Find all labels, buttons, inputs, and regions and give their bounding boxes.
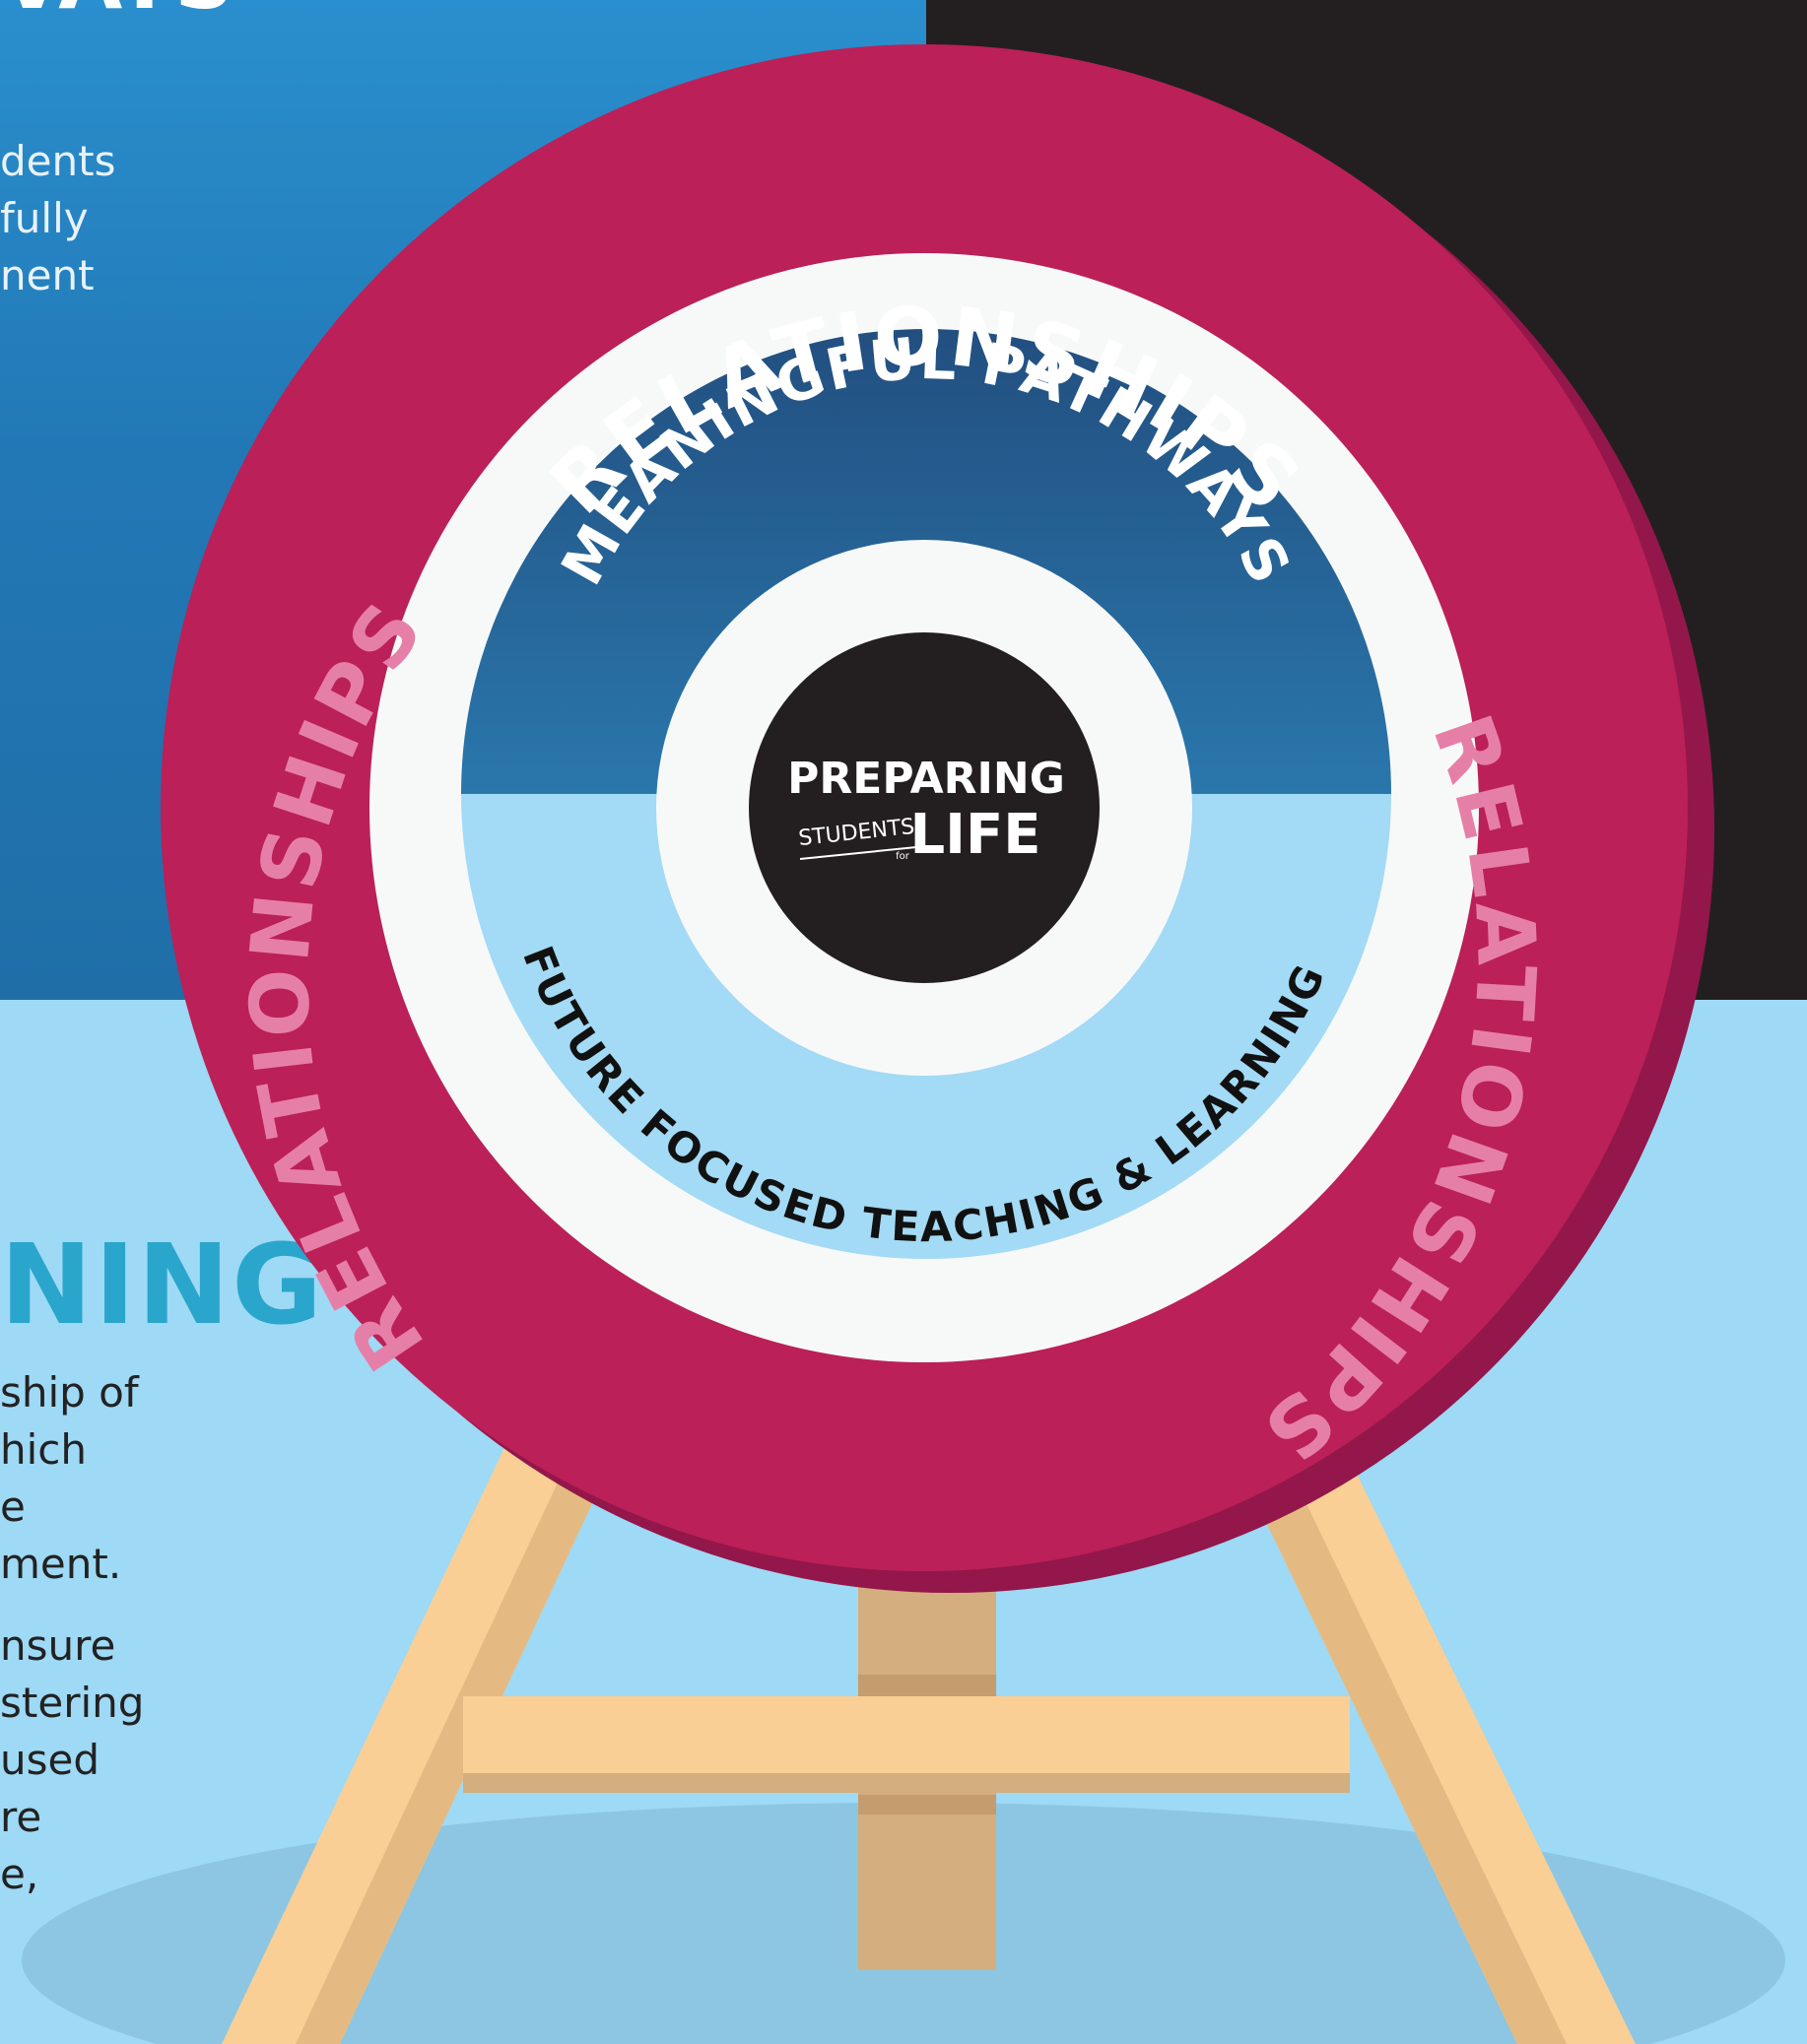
easel-back-leg-band-2 <box>858 1795 996 1814</box>
center-circle <box>749 632 1100 983</box>
easel-crossbar-shadow <box>463 1773 1350 1793</box>
easel-right-leg-shade <box>1197 1379 1567 2044</box>
logo-line-preparing: PREPARING <box>787 754 1065 804</box>
body-text-fragment-1: ship of hich e ment. <box>0 1368 139 1588</box>
easel-back-leg-band-1 <box>858 1675 996 1700</box>
top-heading-fragment: VAYS <box>0 0 234 24</box>
easel-crossbar <box>463 1696 1350 1773</box>
learning-heading-fragment: NING <box>0 1221 325 1350</box>
logo-underline <box>799 846 917 860</box>
logo-line-life: LIFE <box>909 803 1040 867</box>
logo-line-for: for <box>896 851 910 862</box>
top-text-fragment: dents fully nent <box>0 137 116 299</box>
body-text-fragment-2: nsure stering used re e, <box>0 1621 145 1898</box>
